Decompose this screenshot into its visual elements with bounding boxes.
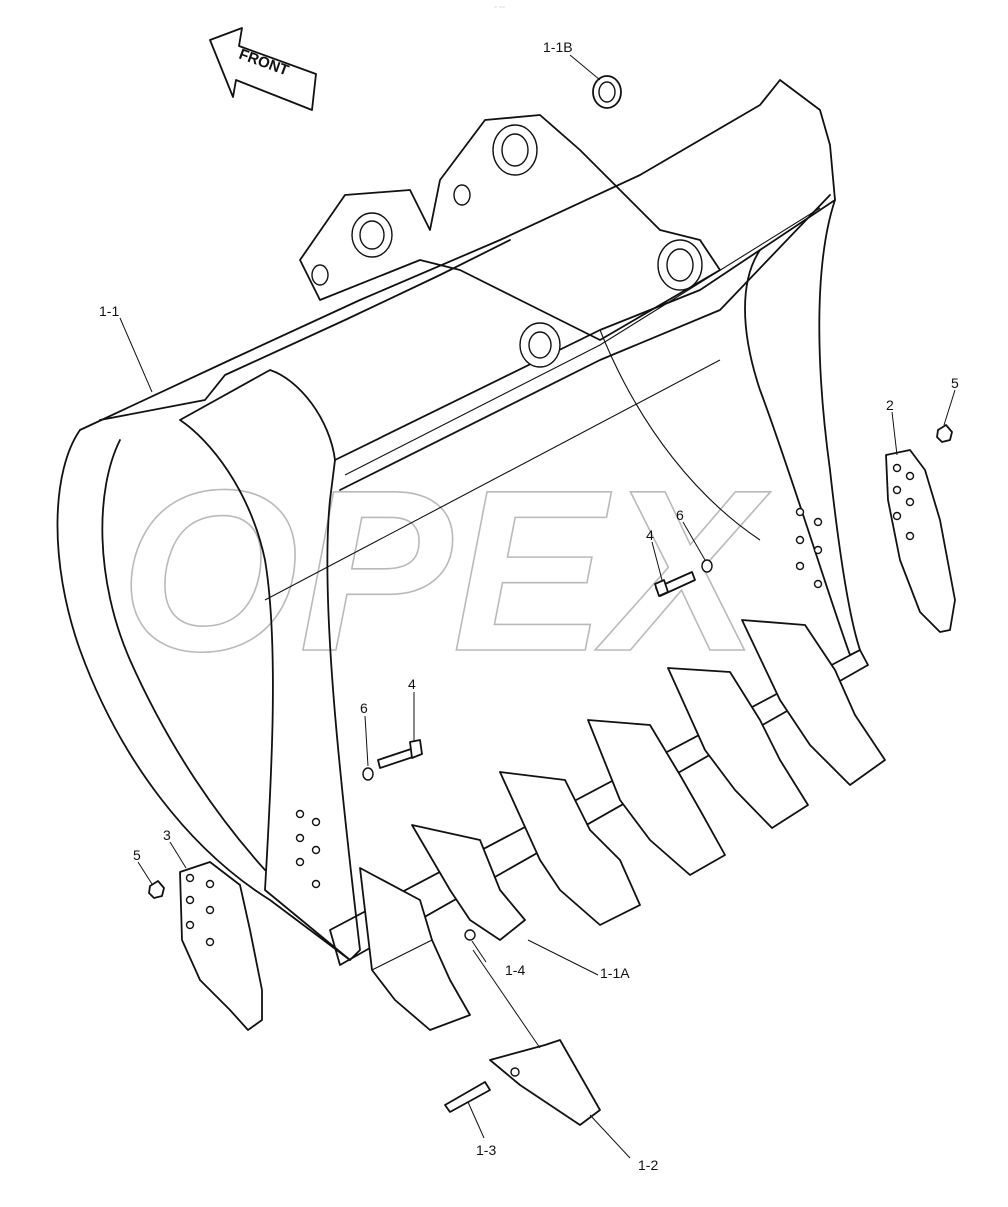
bolt-left bbox=[377, 739, 423, 769]
boss-3-bore bbox=[666, 248, 694, 282]
bucket-body bbox=[56, 79, 869, 966]
top-mark: ⁻ ⁻⁻ bbox=[494, 6, 505, 12]
cutting-edge bbox=[329, 649, 869, 966]
pin-shape bbox=[444, 1081, 491, 1113]
nut-left bbox=[148, 880, 165, 899]
watermark: OPEX bbox=[119, 441, 771, 700]
callout-bolt-left: 4 bbox=[408, 676, 416, 692]
callout-side-cutter-left: 3 bbox=[163, 827, 171, 843]
bolt-right bbox=[654, 571, 696, 597]
floor-curve bbox=[599, 329, 761, 541]
washer-right bbox=[701, 559, 713, 573]
tooth-2 bbox=[411, 824, 526, 941]
bucket-right-sideplate bbox=[744, 199, 861, 656]
teeth bbox=[359, 619, 886, 1031]
tooth-point-pinhole bbox=[510, 1067, 520, 1077]
callout-adapter: 1-1A bbox=[600, 965, 630, 981]
side-cutter-right bbox=[885, 449, 956, 633]
callout-washer-left: 6 bbox=[360, 700, 368, 716]
floor-line bbox=[264, 359, 721, 601]
boss-2-bore bbox=[501, 133, 529, 167]
left-sideplate-holes bbox=[295, 809, 321, 889]
front-arrow-shape bbox=[209, 27, 317, 111]
ear-hole-1 bbox=[311, 264, 329, 286]
ear-hole-2 bbox=[453, 184, 471, 206]
watermark-text: OPEX bbox=[120, 442, 771, 699]
tooth-1 bbox=[359, 867, 471, 1031]
callout-bushing: 1-1B bbox=[543, 39, 573, 55]
callout-bolt-right: 4 bbox=[646, 527, 654, 543]
tooth-5 bbox=[667, 667, 809, 829]
front-arrow: FRONT bbox=[209, 27, 317, 111]
callout-pin: 1-3 bbox=[476, 1142, 496, 1158]
leader-lines bbox=[119, 54, 956, 1159]
callout-nut-left: 5 bbox=[133, 847, 141, 863]
nut-right bbox=[936, 424, 953, 443]
bucket-top-edge bbox=[79, 79, 836, 431]
boss-4-bore bbox=[528, 331, 552, 359]
back-plate-rib bbox=[339, 194, 831, 491]
boss-1-bore bbox=[359, 220, 385, 250]
tooth-3 bbox=[499, 771, 641, 926]
bucket-left-shell-inner bbox=[101, 439, 266, 871]
back-plate-rib-inner bbox=[344, 207, 821, 476]
exploded-tooth-point bbox=[444, 929, 601, 1126]
mounting-brackets bbox=[299, 114, 721, 341]
tooth-4 bbox=[587, 719, 726, 876]
side-cutter-left bbox=[179, 861, 263, 1031]
callout-nut-right: 5 bbox=[951, 375, 959, 391]
callout-washer-right: 6 bbox=[676, 507, 684, 523]
bucket-left-shell-outer bbox=[56, 429, 351, 961]
callout-lock-washer: 1-4 bbox=[505, 962, 525, 978]
bushing bbox=[592, 75, 622, 109]
bucket-left-sideplate bbox=[179, 369, 361, 961]
tooth-6 bbox=[741, 619, 886, 786]
callout-side-cutter-right: 2 bbox=[886, 397, 894, 413]
bucket-lip-rear bbox=[99, 239, 511, 421]
callouts: 1-1 1-1B 2 5 4 6 4 6 3 5 1-4 1-1A 1-3 1-… bbox=[99, 39, 959, 1173]
washer-left bbox=[362, 767, 374, 781]
callout-tooth-point: 1-2 bbox=[638, 1157, 658, 1173]
tooth-point-shape bbox=[489, 1039, 601, 1126]
lock-washer-shape bbox=[464, 929, 476, 941]
right-sideplate-holes bbox=[795, 507, 823, 589]
callout-bucket-assembly: 1-1 bbox=[99, 303, 119, 319]
